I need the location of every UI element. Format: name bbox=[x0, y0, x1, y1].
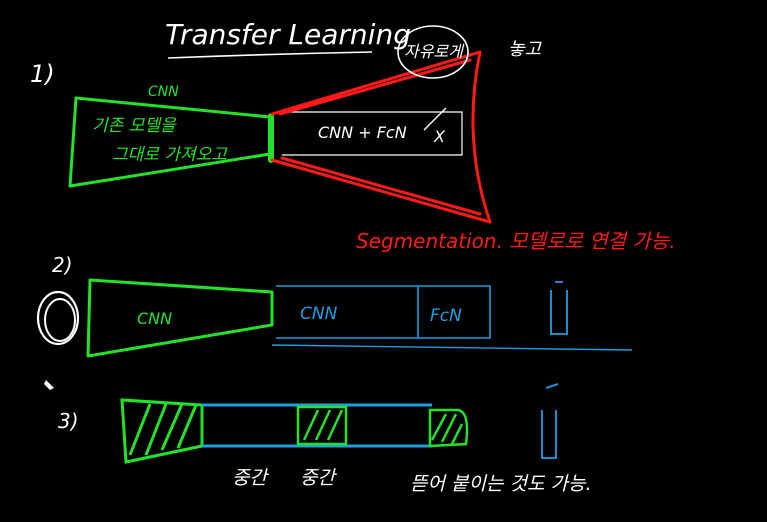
section1-left-text-1: 기존 모델을 bbox=[92, 116, 177, 136]
section1: 1) CNN 기존 모델을 그대로 가져오고 CNN + FcN X 자유로게 … bbox=[30, 25, 676, 253]
section2: 2) CNN CNN FcN bbox=[36, 253, 633, 358]
section3-green-hatched-mid bbox=[296, 405, 348, 446]
section1-cnn-label: CNN bbox=[148, 84, 179, 100]
section1-circled-suffix: 놓고 bbox=[508, 39, 543, 60]
section2-blue-fcn: FcN bbox=[430, 306, 462, 326]
section1-number: 1) bbox=[30, 60, 55, 88]
section3-note: 뜯어 붙이는 것도 가능. bbox=[410, 473, 591, 495]
section2-green-trapezoid bbox=[86, 278, 274, 358]
section3-green-hatched-left bbox=[120, 398, 204, 464]
title-text: Transfer Learning bbox=[165, 18, 411, 51]
section2-y-hat-bracket bbox=[550, 281, 568, 335]
section2-green-label: CNN bbox=[137, 309, 172, 328]
section1-arrow-line bbox=[423, 107, 447, 131]
title-group: Transfer Learning bbox=[165, 18, 411, 59]
section1-circle bbox=[397, 25, 469, 79]
section2-baseline bbox=[271, 344, 633, 351]
section1-box-text: CNN + FcN bbox=[318, 123, 407, 142]
pencil-icon bbox=[44, 380, 54, 390]
section1-white-box bbox=[282, 111, 463, 156]
section2-scribble-circle bbox=[36, 290, 80, 346]
section3-y-hat-bracket bbox=[541, 383, 559, 459]
section3: 3) 중간 중간 뜯어 붙이는 것도 가능. bbox=[44, 380, 591, 495]
section1-x-mark: X bbox=[433, 127, 446, 146]
section2-scribble-circle-2 bbox=[44, 298, 76, 342]
section1-circled-word: 자유로게 bbox=[404, 42, 465, 61]
section3-green-hatched-right bbox=[428, 408, 469, 448]
section2-blue-cnn: CNN bbox=[300, 304, 338, 324]
section2-blue-box bbox=[276, 285, 491, 339]
section3-blue-box bbox=[202, 403, 432, 448]
section2-number: 2) bbox=[52, 253, 73, 277]
section1-left-text-2: 그대로 가져오고 bbox=[112, 145, 228, 165]
section3-mid2: 중간 bbox=[300, 467, 337, 489]
section1-segmentation-note: Segmentation. 모델로로 연결 가능. bbox=[356, 229, 676, 253]
section1-red-triangle bbox=[270, 50, 492, 224]
section3-number: 3) bbox=[58, 409, 79, 433]
section1-cnn-trapezoid bbox=[68, 96, 272, 188]
section3-mid1: 중간 bbox=[232, 467, 269, 489]
title-underline bbox=[167, 51, 373, 59]
